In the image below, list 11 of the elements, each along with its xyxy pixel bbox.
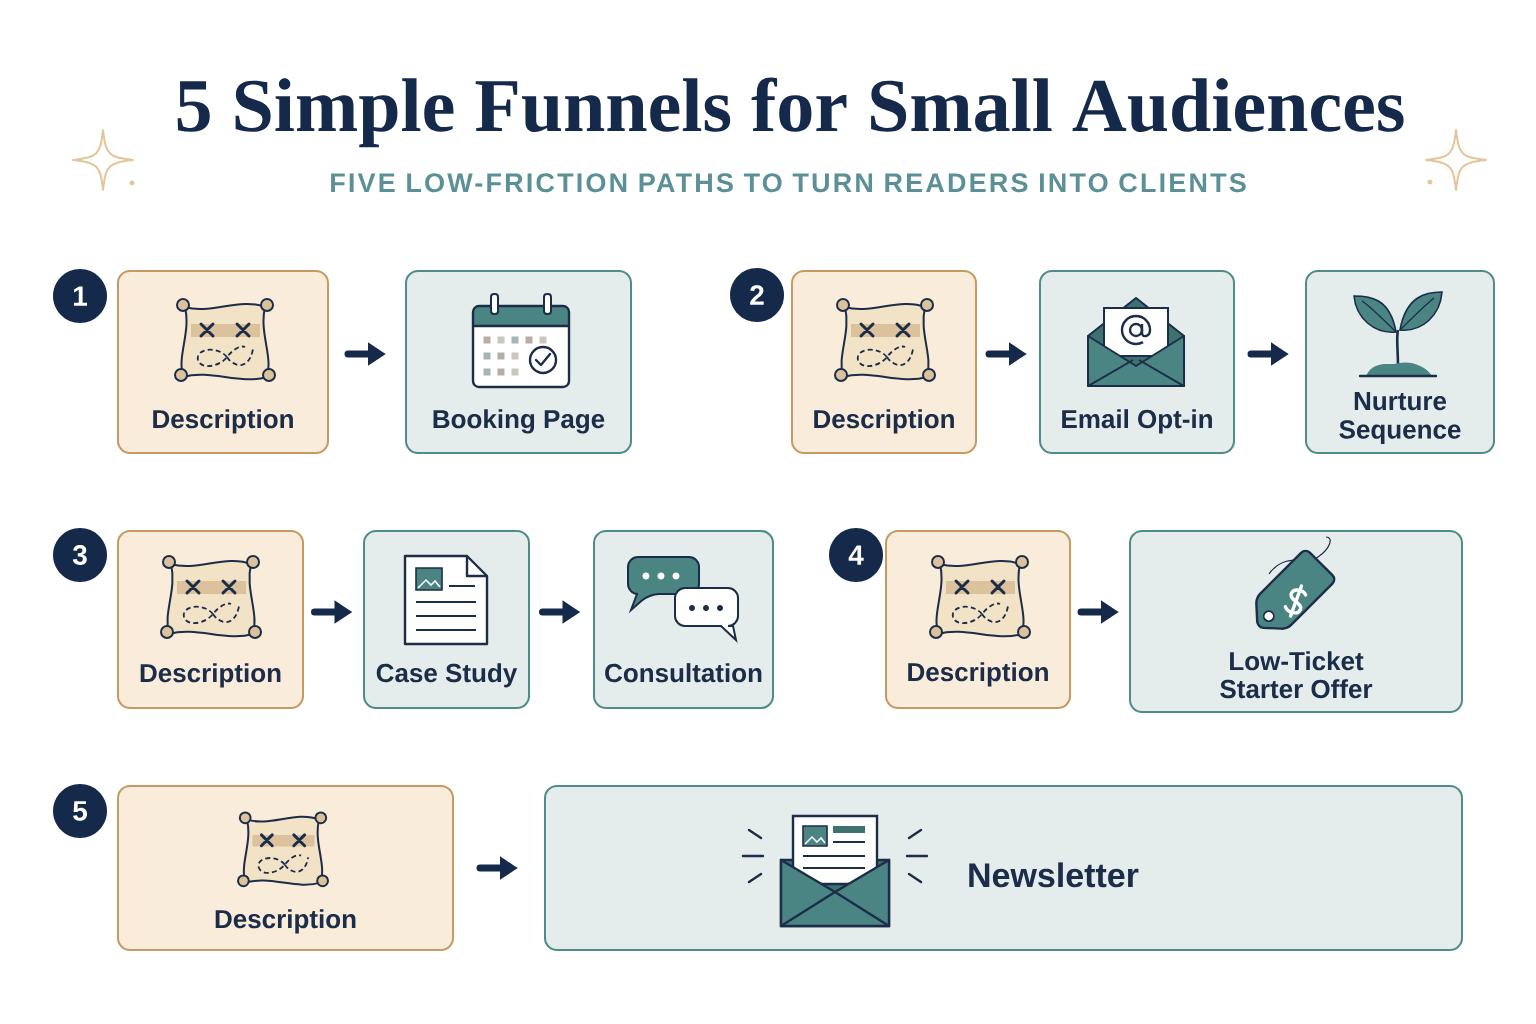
title: 5 Simple Funnels for Small Audiences [177,77,1404,148]
step-box: Newsletter [544,785,1463,951]
number-badge: 3 [53,528,107,582]
step-box: Low-Ticket Starter Offer [1129,530,1463,713]
step-box: Nurture Sequence [1305,270,1495,454]
step-box: Description [117,785,454,951]
number-badge: 4 [829,528,883,582]
number-badge: 2 [730,268,784,322]
number-badge: 5 [53,784,107,838]
number-badge: 1 [53,269,107,323]
subtitle: FIVE LOW-FRICTION PATHS TO TURN READERS INTO CLIENTS [331,173,1246,193]
